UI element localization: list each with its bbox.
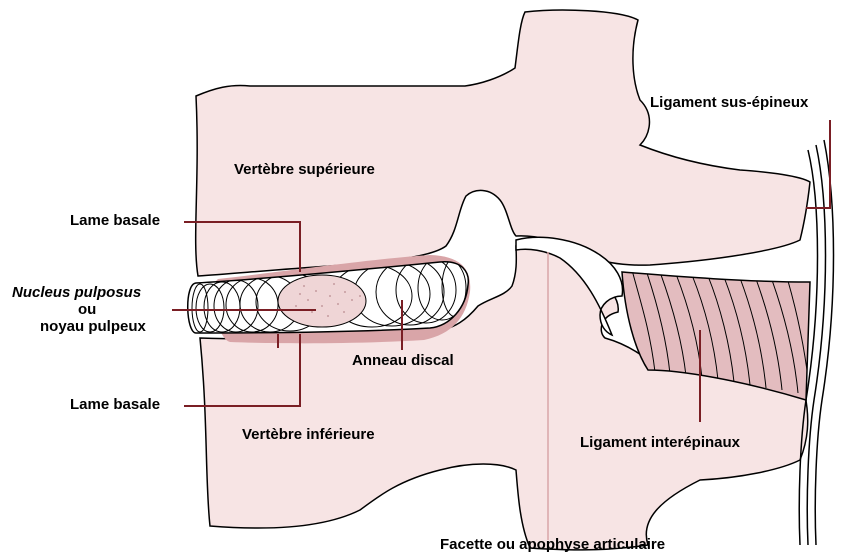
label-vertebre-inferieure: Vertèbre inférieure (242, 426, 375, 444)
label-facette: Facette ou apophyse articulaire (440, 536, 665, 553)
label-ligament-interepinaux: Ligament interépinaux (580, 434, 740, 452)
pointer-sus-epineux (806, 120, 830, 208)
upper-vertebra (196, 10, 810, 276)
label-noyau-pulpeux: noyau pulpeux (40, 318, 146, 336)
label-nucleus-ou: ou (78, 301, 96, 319)
label-ligament-sus-epineux: Ligament sus-épineux (650, 94, 808, 112)
label-vertebre-superieure: Vertèbre supérieure (234, 161, 375, 179)
label-lame-basale-bottom: Lame basale (70, 396, 160, 414)
nucleus-pulposus (278, 275, 366, 327)
label-nucleus-pulposus: Nucleus pulposus (12, 284, 141, 302)
label-lame-basale-top: Lame basale (70, 212, 160, 230)
label-anneau-discal: Anneau discal (352, 352, 454, 370)
